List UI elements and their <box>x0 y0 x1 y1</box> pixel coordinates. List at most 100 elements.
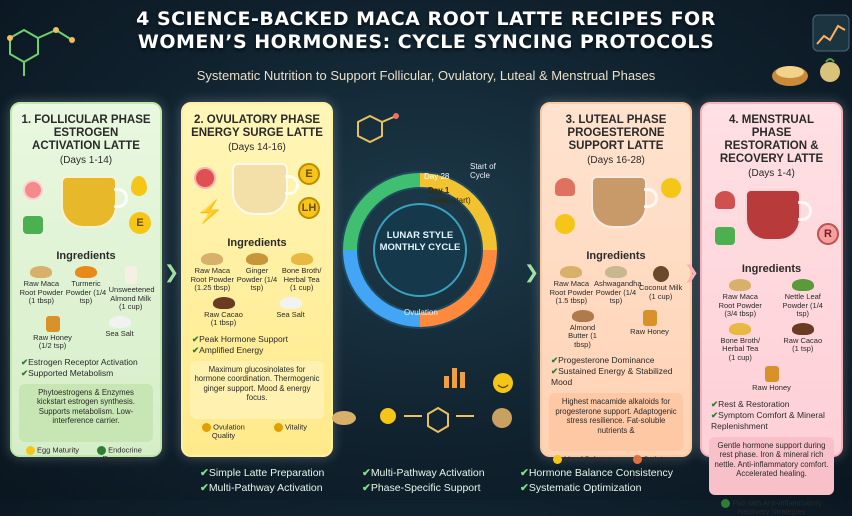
ingredient-label: Raw Cacao (1 tbsp) <box>204 310 243 328</box>
footer-label: Mood Balance <box>564 454 612 463</box>
latte-cup-icon <box>61 176 117 228</box>
salt-icon <box>109 316 131 328</box>
ingredient-item: Bone Broth/ Herbal Tea (1 cup) <box>718 323 762 363</box>
ingredient-label: Ashwagandha Powder (1/4 tsp) <box>594 279 642 305</box>
benefit-item: Amplified Energy <box>192 345 324 356</box>
ingredient-label: Bone Broth/ Herbal Tea (1 cup) <box>720 336 760 362</box>
follicular-phase-card: 1. Follicular Phase Estrogen Activation … <box>10 102 162 457</box>
card-footer: Egg Maturity Endocrine Response <box>19 446 153 464</box>
ingredient-label: Raw Honey <box>752 383 791 392</box>
card-description: Phytoestrogens & Enzymes kickstart estro… <box>19 384 153 442</box>
trend-chart-icon <box>812 14 850 52</box>
bottom-benefit-item: Phase-Specific Support <box>362 481 485 496</box>
ingredient-item: Bone Broth/ Herbal Tea (1 cup) <box>280 253 324 293</box>
ingredient-item: Ginger Powder (1/4 tsp) <box>235 253 279 293</box>
card-phase-title: 3. Luteal Phase Progesterone Support Lat… <box>549 114 683 153</box>
title-line-2: Women’s Hormones: Cycle Syncing Protocol… <box>0 31 852 54</box>
benefit-item: Estrogen Receptor Activation <box>21 357 153 368</box>
ingredient-label: Almond Butter (1 tbsp) <box>568 323 597 349</box>
ingredient-item: Sea Salt <box>98 316 142 351</box>
ingredient-item: Sea Salt <box>269 297 313 328</box>
ingredient-item: Raw Maca Root Powder (1 tbsp) <box>19 266 63 312</box>
benefit-checklist: Peak Hormone Support Amplified Energy <box>190 334 324 356</box>
card-days: (Days 14-16) <box>190 142 324 153</box>
maca-powder-icon <box>729 279 751 291</box>
ingredient-label: Raw Cacao (1 tsp) <box>783 336 822 354</box>
restoration-badge: R <box>817 223 839 245</box>
honey-jar-icon <box>765 366 779 382</box>
card-phase-title: 2. Ovulatory Phase Energy Surge Latte <box>190 114 324 140</box>
menstrual-phase-card: 4. Menstrual Phase Restoration & Recover… <box>700 102 843 457</box>
bottom-benefits-col-1: Simple Latte Preparation Multi-Pathway A… <box>200 466 324 496</box>
cycle-center-label: Lunar Style Monthly Cycle <box>372 230 468 254</box>
ingredient-item: Raw Honey (1/2 tsp) <box>31 316 75 351</box>
ingredient-item: Raw Honey <box>628 310 672 350</box>
benefit-item: Peak Hormone Support <box>192 334 324 345</box>
smile-icon <box>492 372 514 394</box>
card-description: Maximum glucosinolates for hormone coord… <box>190 361 324 419</box>
latte-illustration: E <box>19 170 153 248</box>
card-footer: Pair with Anti-Inflammatory Recovery Str… <box>709 499 834 516</box>
day28-label: Day 28 <box>424 172 449 181</box>
ingredient-label: Sea Salt <box>276 310 304 319</box>
leaf-icon <box>715 227 735 245</box>
ingredient-label: Raw Honey <box>630 327 669 336</box>
card-description: Gentle hormone support during rest phase… <box>709 437 834 495</box>
ingredient-row-icon <box>330 398 530 434</box>
maca-powder-icon <box>30 266 52 278</box>
ingredients-list: Raw Maca Root Powder (1 tbsp) Turmeric P… <box>19 266 153 355</box>
ingredient-label: Nettle Leaf Powder (1/4 tsp) <box>783 292 823 318</box>
footer-item: Endocrine Response <box>89 446 151 464</box>
maca-powder-icon <box>201 253 223 265</box>
card-days: (Days 1-4) <box>709 168 834 179</box>
ingredient-label: Raw Maca Root Powder (3/4 tbsp) <box>719 292 762 318</box>
ingredients-list: Raw Maca Root Powder (3/4 tbsp) Nettle L… <box>709 279 834 397</box>
ingredient-label: Raw Maca Root Powder (1.5 tbsp) <box>550 279 593 305</box>
ingredients-heading: Ingredients <box>709 263 834 275</box>
card-days: (Days 1-14) <box>19 155 153 166</box>
bleed-start-label: (bleed start) <box>428 196 471 205</box>
bottom-benefits-col-2: Multi-Pathway Activation Phase-Specific … <box>362 466 485 496</box>
ingredient-label: Ginger Powder (1/4 tsp) <box>237 266 277 292</box>
ingredient-item: Raw Honey <box>750 366 794 393</box>
benefit-checklist: Rest & Restoration Symptom Comfort & Min… <box>709 399 834 432</box>
benefit-checklist: Progesterone Dominance Sustained Energy … <box>549 355 683 388</box>
ingredient-label: Sea Salt <box>105 329 133 338</box>
lightning-small-icon <box>274 423 283 432</box>
latte-cup-icon <box>591 176 647 228</box>
broth-cup-icon <box>729 323 751 335</box>
luteal-phase-card: 3. Luteal Phase Progesterone Support Lat… <box>540 102 692 457</box>
card-phase-title: 4. Menstrual Phase Restoration & Recover… <box>709 114 834 166</box>
molecule-icon <box>350 110 410 154</box>
latte-illustration: ⚡ E LH <box>190 157 324 235</box>
mood-icon <box>553 455 562 464</box>
uterus-icon <box>715 191 735 209</box>
ashwagandha-icon <box>605 266 627 278</box>
footer-item: Vitality <box>260 423 322 441</box>
ingredient-item: Raw Maca Root Powder (1.5 tbsp) <box>549 266 593 306</box>
card-phase-title: 1. Follicular Phase Estrogen Activation … <box>19 114 153 153</box>
ginger-icon <box>246 253 268 265</box>
page-title: 4 Science-Backed Maca Root Latte Recipes… <box>0 8 852 54</box>
latte-cup-icon <box>745 189 801 241</box>
chevron-right-icon: ❯ <box>684 262 699 283</box>
bottom-benefit-item: Multi-Pathway Activation <box>200 481 324 496</box>
page-subtitle: Systematic Nutrition to Support Follicul… <box>0 68 852 83</box>
latte-cup-icon <box>232 163 288 215</box>
cacao-icon <box>213 297 235 309</box>
broth-cup-icon <box>291 253 313 265</box>
ingredient-item: Raw Cacao (1 tbsp) <box>202 297 246 328</box>
uterus-icon <box>555 178 575 196</box>
almond-butter-icon <box>572 310 594 322</box>
footer-item: Satiety <box>619 455 681 464</box>
bottom-benefit-item: Simple Latte Preparation <box>200 466 324 481</box>
ingredient-label: Raw Honey (1/2 tsp) <box>33 333 72 351</box>
estrogen-badge: E <box>129 212 151 234</box>
lh-badge: LH <box>298 197 320 219</box>
milk-carton-icon <box>125 266 137 284</box>
cup-handle <box>285 175 299 195</box>
drop-icon <box>131 176 147 196</box>
title-line-1: 4 Science-Backed Maca Root Latte Recipes… <box>0 8 852 31</box>
bottom-benefit-item: Hormone Balance Consistency <box>520 466 673 481</box>
maca-powder-bowl-icon <box>768 56 848 92</box>
